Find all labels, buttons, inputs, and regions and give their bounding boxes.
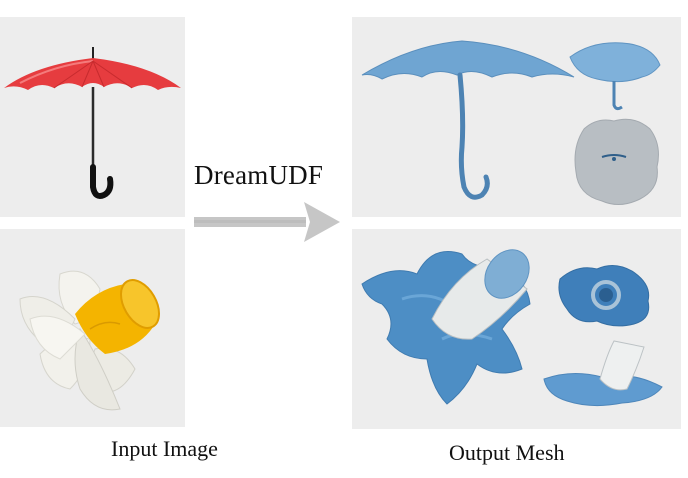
umbrella-canopy xyxy=(4,58,181,90)
umbrella-mesh-bottom-view xyxy=(574,118,659,205)
input-image-caption: Input Image xyxy=(111,436,218,461)
daffodil-mesh-side-view-trumpet xyxy=(599,340,645,391)
method-label: DreamUDF xyxy=(194,160,324,190)
daffodil-mesh xyxy=(361,249,663,407)
right-arrow-icon xyxy=(194,202,340,242)
umbrella-photo xyxy=(4,47,181,199)
umbrella-mesh-top-view xyxy=(569,42,661,83)
daffodil-trumpet xyxy=(75,279,160,354)
daffodil-photo xyxy=(19,270,160,411)
umbrella-mesh-handle xyxy=(457,72,490,200)
input-panel-daffodil xyxy=(0,229,185,427)
daffodil-mesh-side-view-petals xyxy=(543,373,663,407)
output-mesh-caption: Output Mesh xyxy=(449,440,565,465)
output-panel-daffodil xyxy=(352,229,681,429)
umbrella-handle xyxy=(90,164,114,199)
umbrella-mesh-canopy xyxy=(361,40,575,80)
umbrella-mesh xyxy=(361,40,661,205)
input-panel-umbrella xyxy=(0,17,185,217)
output-panel-umbrella xyxy=(352,17,681,217)
